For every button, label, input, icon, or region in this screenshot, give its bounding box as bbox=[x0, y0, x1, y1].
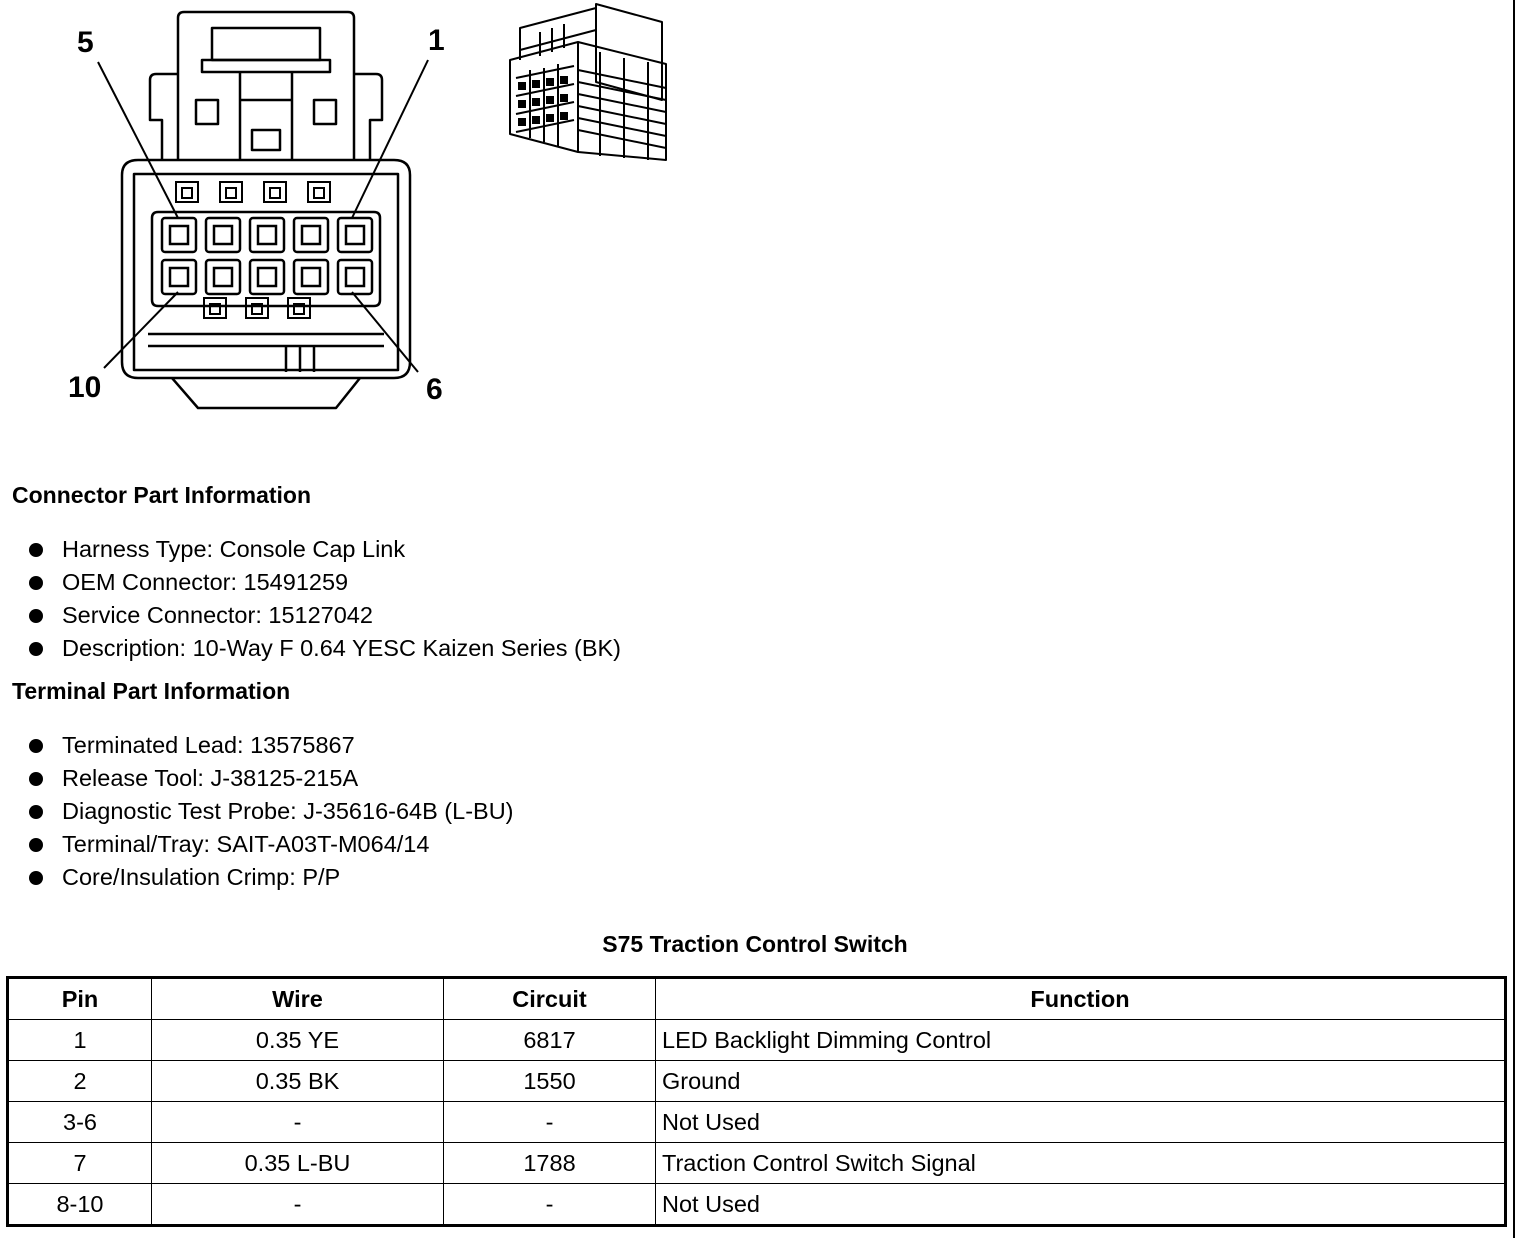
terminal-info-list: Terminated Lead: 13575867 Release Tool: … bbox=[26, 729, 514, 894]
pin-label-1: 1 bbox=[428, 24, 445, 57]
terminal-info-heading: Terminal Part Information bbox=[12, 678, 291, 704]
bullet-icon bbox=[29, 838, 43, 852]
table-row: 8-10 - - Not Used bbox=[7, 1183, 1506, 1226]
table-row: 3-6 - - Not Used bbox=[7, 1101, 1506, 1143]
column-header-function: Function bbox=[655, 977, 1506, 1020]
table-row: 7 0.35 L-BU 1788 Traction Control Switch… bbox=[7, 1142, 1506, 1184]
cell-circuit: - bbox=[443, 1183, 656, 1226]
list-item: Service Connector: 15127042 bbox=[26, 599, 621, 632]
table-title: S75 Traction Control Switch bbox=[602, 931, 908, 957]
list-item: OEM Connector: 15491259 bbox=[26, 566, 621, 599]
table-row: 1 0.35 YE 6817 LED Backlight Dimming Con… bbox=[7, 1019, 1506, 1061]
connector-face-diagram bbox=[97, 10, 429, 410]
pin-table: Pin Wire Circuit Function 1 0.35 YE 6817… bbox=[6, 976, 1507, 1227]
cell-wire: 0.35 BK bbox=[151, 1060, 444, 1102]
cell-wire: 0.35 YE bbox=[151, 1019, 444, 1061]
cell-function: Traction Control Switch Signal bbox=[655, 1142, 1506, 1184]
column-header-wire: Wire bbox=[151, 977, 444, 1020]
cell-function: Not Used bbox=[655, 1101, 1506, 1143]
table-row: 2 0.35 BK 1550 Ground bbox=[7, 1060, 1506, 1102]
pin-label-6: 6 bbox=[426, 373, 443, 406]
pin-label-10: 10 bbox=[68, 371, 102, 404]
bullet-icon bbox=[29, 576, 43, 590]
cell-pin: 7 bbox=[7, 1142, 152, 1184]
column-header-circuit: Circuit bbox=[443, 977, 656, 1020]
bullet-icon bbox=[29, 642, 43, 656]
cell-circuit: 1550 bbox=[443, 1060, 656, 1102]
cell-circuit: 1788 bbox=[443, 1142, 656, 1184]
bullet-icon bbox=[29, 739, 43, 753]
bullet-icon bbox=[29, 543, 43, 557]
list-item: Diagnostic Test Probe: J-35616-64B (L-BU… bbox=[26, 795, 514, 828]
cell-circuit: 6817 bbox=[443, 1019, 656, 1061]
connector-info-heading: Connector Part Information bbox=[12, 482, 312, 508]
cell-pin: 1 bbox=[7, 1019, 152, 1061]
page-border-right bbox=[1513, 0, 1515, 1238]
bullet-icon bbox=[29, 805, 43, 819]
list-item: Description: 10-Way F 0.64 YESC Kaizen S… bbox=[26, 632, 621, 665]
cell-wire: - bbox=[151, 1183, 444, 1226]
cell-function: Not Used bbox=[655, 1183, 1506, 1226]
cell-pin: 8-10 bbox=[7, 1183, 152, 1226]
cell-pin: 2 bbox=[7, 1060, 152, 1102]
list-item: Core/Insulation Crimp: P/P bbox=[26, 861, 514, 894]
connector-info-list: Harness Type: Console Cap Link OEM Conne… bbox=[26, 533, 621, 665]
bullet-icon bbox=[29, 871, 43, 885]
column-header-pin: Pin bbox=[7, 977, 152, 1020]
cell-wire: - bbox=[151, 1101, 444, 1143]
table-header-row: Pin Wire Circuit Function bbox=[7, 977, 1506, 1020]
bullet-icon bbox=[29, 772, 43, 786]
cell-pin: 3-6 bbox=[7, 1101, 152, 1143]
cell-wire: 0.35 L-BU bbox=[151, 1142, 444, 1184]
cell-function: Ground bbox=[655, 1060, 1506, 1102]
bullet-icon bbox=[29, 609, 43, 623]
pin-label-5: 5 bbox=[77, 26, 94, 59]
list-item: Terminated Lead: 13575867 bbox=[26, 729, 514, 762]
cell-function: LED Backlight Dimming Control bbox=[655, 1019, 1506, 1061]
connector-isometric-diagram bbox=[509, 3, 667, 161]
list-item: Harness Type: Console Cap Link bbox=[26, 533, 621, 566]
list-item: Terminal/Tray: SAIT-A03T-M064/14 bbox=[26, 828, 514, 861]
cell-circuit: - bbox=[443, 1101, 656, 1143]
list-item: Release Tool: J-38125-215A bbox=[26, 762, 514, 795]
